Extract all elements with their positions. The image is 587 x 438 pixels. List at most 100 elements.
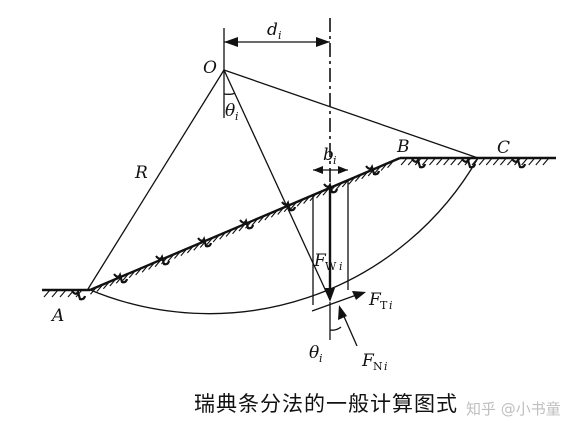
svg-text:i: i: [235, 110, 239, 123]
hatch-mark: [180, 248, 188, 257]
svg-text:T: T: [380, 299, 388, 312]
theta-arc-base: [329, 326, 342, 331]
hatch-mark: [225, 229, 233, 237]
hatch-mark: [528, 157, 536, 166]
watermark: 知乎 @小书童: [466, 400, 561, 418]
radius-lines: [87, 69, 479, 301]
hatch-mark: [542, 157, 550, 166]
ground-surface: [42, 156, 556, 292]
hatch-mark: [206, 237, 214, 246]
hatch-mark: [232, 226, 239, 235]
turf-symbol: [197, 235, 213, 248]
hatch-mark: [212, 234, 220, 243]
hatch-mark: [443, 157, 451, 166]
hatch-mark: [354, 174, 362, 182]
hatch-mark: [141, 264, 149, 273]
svg-text:W: W: [325, 260, 337, 273]
hatch-mark: [374, 165, 382, 174]
svg-text:b: b: [323, 145, 334, 165]
hatch-mark: [270, 209, 278, 218]
hatch-mark: [492, 157, 500, 166]
tangential-force-arrow: [311, 291, 366, 312]
svg-text:i: i: [278, 29, 282, 42]
diagram-caption: 瑞典条分法的一般计算图式: [194, 392, 458, 416]
hatch-mark: [335, 182, 343, 191]
svg-text:i: i: [319, 352, 323, 365]
label-O: O: [203, 58, 217, 78]
hatch-mark: [186, 245, 194, 254]
hatch-mark: [251, 218, 259, 226]
turf-symbols: [71, 156, 527, 301]
d-dimension: [224, 37, 330, 47]
hatch-mark: [348, 176, 356, 185]
hatch-mark: [154, 259, 162, 268]
hatch-mark: [277, 207, 285, 215]
weight-force-arrow: [325, 188, 335, 302]
normal-force-arrow: [338, 305, 358, 347]
hatch-mark: [173, 251, 181, 259]
label-B: B: [396, 137, 410, 157]
svg-text:θ: θ: [225, 101, 235, 121]
label-R: R: [134, 163, 148, 183]
turf-symbol: [113, 271, 129, 284]
label-theta-i-top: θ i: [225, 101, 239, 123]
hatch-mark: [380, 163, 388, 171]
hatch-mark: [303, 196, 311, 204]
turf-symbol: [155, 253, 171, 266]
hatch-mark: [322, 187, 330, 196]
label-F-Wi: F W i: [313, 251, 343, 273]
hatch-mark: [257, 215, 265, 224]
svg-text:i: i: [339, 260, 343, 273]
slice-walls: [312, 179, 349, 305]
hatch-mark: [148, 262, 156, 270]
svg-text:N: N: [373, 360, 383, 373]
hatch-mark: [400, 157, 408, 166]
hatch-mark: [499, 157, 507, 166]
hatch-mark: [128, 270, 136, 279]
label-b-i: b i: [323, 145, 337, 167]
hatch-mark: [436, 157, 443, 166]
turf-symbol: [461, 156, 477, 169]
turf-symbol: [511, 156, 527, 169]
hatch-mark: [361, 171, 369, 180]
hatch-mark: [264, 212, 272, 221]
label-A: A: [50, 306, 64, 326]
hatch-mark: [238, 223, 246, 232]
svg-text:F: F: [361, 351, 375, 371]
label-F-Ti: F T i: [368, 290, 393, 312]
svg-text:i: i: [389, 299, 393, 312]
hatch-mark: [290, 201, 298, 210]
slip-surface-arc: [87, 157, 479, 315]
ground-hatching: [43, 157, 550, 298]
turf-symbol: [281, 199, 297, 212]
hatch-mark: [193, 242, 201, 251]
svg-text:i: i: [333, 154, 337, 167]
b-dimension: [313, 166, 348, 174]
hatch-mark: [102, 281, 110, 290]
hatch-mark: [167, 253, 175, 262]
turf-symbol: [239, 217, 255, 230]
label-theta-i-base: θ i: [309, 343, 323, 365]
hatch-mark: [521, 157, 529, 166]
hatch-mark: [43, 289, 51, 298]
svg-text:θ: θ: [309, 343, 319, 363]
label-d-i: d i: [267, 20, 282, 42]
hatch-mark: [429, 157, 436, 166]
hatch-mark: [135, 267, 143, 276]
svg-text:d: d: [267, 20, 278, 40]
label-F-Ni: F N i: [361, 351, 388, 373]
svg-text:F: F: [368, 290, 382, 310]
label-C: C: [497, 138, 510, 158]
hatch-mark: [245, 220, 252, 229]
hatch-mark: [51, 289, 59, 298]
hatch-mark: [478, 157, 486, 166]
svg-text:F: F: [313, 251, 327, 271]
turf-symbol: [411, 156, 427, 169]
turf-symbol: [365, 163, 381, 176]
hatch-mark: [535, 157, 543, 166]
hatch-mark: [387, 160, 394, 169]
hatch-mark: [296, 198, 304, 207]
hatch-mark: [219, 231, 227, 240]
hatch-mark: [109, 278, 117, 287]
